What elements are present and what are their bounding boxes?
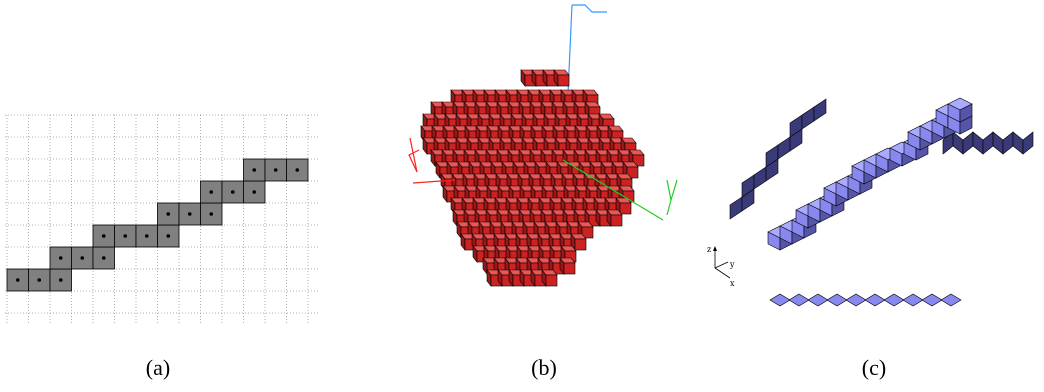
voxel-cube: [508, 269, 525, 287]
voxel-cube: [559, 257, 576, 275]
projection-cell: [801, 106, 815, 130]
projection-cell: [952, 131, 964, 155]
voxel-cube: [452, 209, 469, 227]
grid-cell: [200, 180, 223, 204]
projection-cell: [729, 196, 743, 220]
caption-b: (b): [531, 355, 557, 380]
projection-cell: [902, 293, 924, 307]
panel-c-3d-line-projections: z y x: [707, 97, 1034, 307]
projection-cell: [962, 131, 974, 155]
grid-cell: [6, 268, 29, 292]
x-axis-label-mark: [408, 137, 420, 173]
z-axis-tip: [572, 4, 607, 13]
projection-cell: [972, 131, 984, 155]
voxel-cube: [622, 161, 639, 179]
grid-cell: [243, 158, 266, 182]
voxel-cubes: [420, 69, 645, 287]
grid-cell: [114, 224, 137, 248]
grid-cell: [178, 202, 201, 226]
projection-cell: [1012, 131, 1024, 155]
projection-cell: [753, 166, 767, 190]
projection-cell: [813, 98, 827, 122]
projection-cell: [807, 293, 829, 307]
axis-triad: z y x: [707, 245, 735, 288]
x-axis-label: x: [730, 279, 735, 288]
grid-cell: [92, 224, 115, 248]
voxel-cube: [553, 69, 570, 87]
grid-cell: [157, 224, 180, 248]
grid-cell: [157, 202, 180, 226]
x-axis-line: [412, 179, 456, 184]
voxel-cube: [570, 233, 587, 251]
grid-cell: [221, 180, 244, 204]
projection-cell: [1002, 131, 1014, 155]
filled-cells: [6, 158, 309, 292]
grid-cell: [286, 158, 309, 182]
projection-cell: [1022, 131, 1034, 155]
panel-b-voxel-object: [408, 4, 678, 287]
projection-cell: [982, 131, 994, 155]
voxel-cube: [606, 209, 623, 227]
grid-cell: [49, 268, 72, 292]
grid-cell: [243, 180, 266, 204]
grid-cell: [71, 246, 94, 270]
grid-cell: [264, 158, 287, 182]
panel-a-digital-line: [5, 114, 318, 323]
projection-cell: [826, 293, 848, 307]
grid-cell: [92, 246, 115, 270]
projection-bottom: [769, 293, 962, 307]
caption-a: (a): [145, 355, 171, 380]
grid-cell: [49, 246, 72, 270]
projection-cell: [921, 293, 943, 307]
y-axis-tail: [666, 199, 672, 216]
caption-c: (c): [861, 355, 887, 380]
y-axis-label: y: [729, 260, 735, 269]
projection-cell: [769, 293, 791, 307]
projection-left: [729, 98, 827, 220]
y-axis-line: [562, 159, 664, 221]
grid-cell: [200, 202, 223, 226]
grid-cell: [28, 268, 51, 292]
voxel-cube: [947, 97, 973, 123]
projection-cell: [992, 131, 1004, 155]
projection-cell: [883, 293, 905, 307]
voxel-line-3d: [767, 97, 973, 251]
voxel-cube: [560, 245, 577, 263]
z-axis-label: z: [707, 245, 711, 254]
voxel-cube: [541, 269, 558, 287]
projection-cell: [788, 293, 810, 307]
grid-cell: [135, 224, 158, 248]
projection-cell: [864, 293, 886, 307]
voxel-cube: [582, 89, 599, 107]
y-axis-label-mark: [666, 179, 678, 201]
projection-cell: [940, 293, 962, 307]
projection-cell: [777, 136, 791, 160]
projection-right: [942, 131, 1034, 155]
projection-cell: [845, 293, 867, 307]
